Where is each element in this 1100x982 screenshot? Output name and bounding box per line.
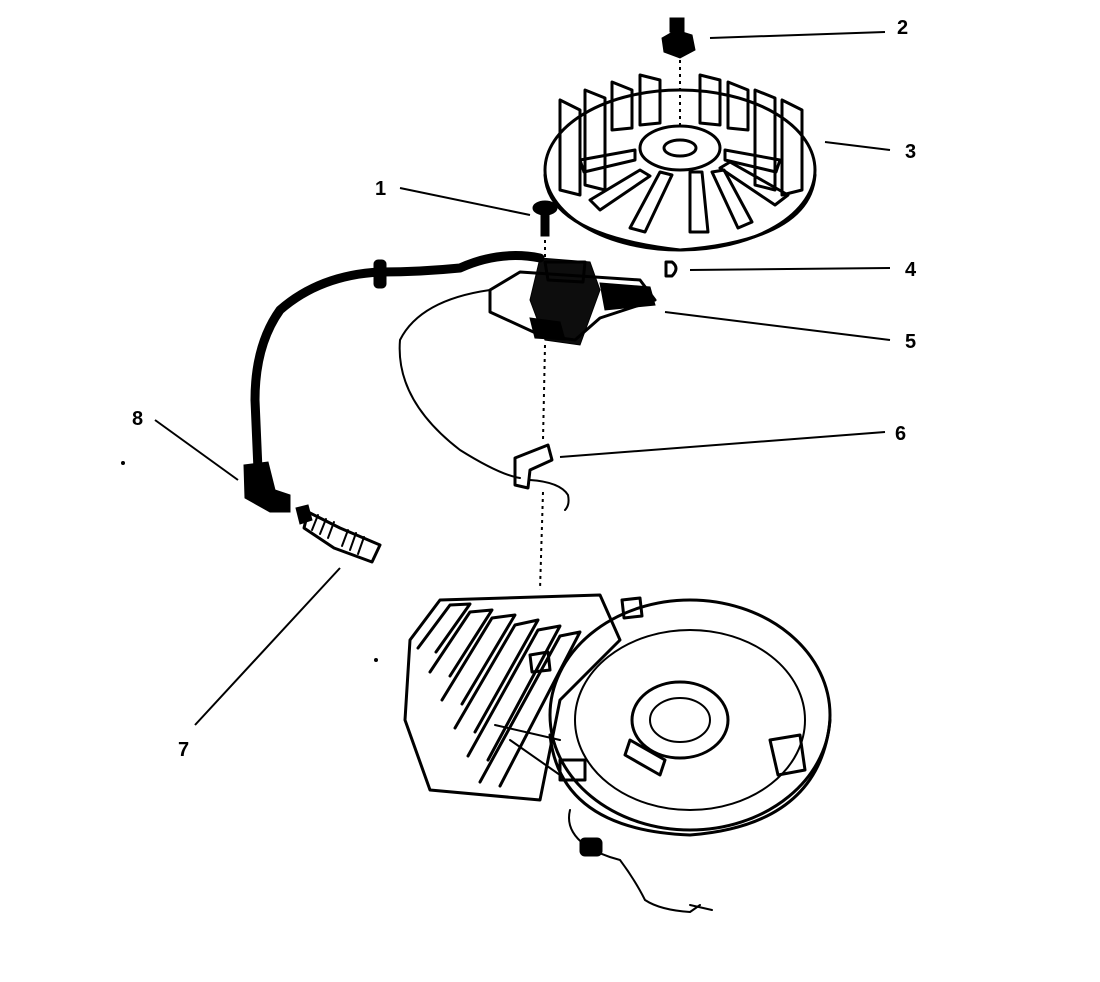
label-4: 4 xyxy=(905,259,917,281)
spark-plug-drawing xyxy=(295,504,382,564)
label-5: 5 xyxy=(905,331,916,353)
leader-3 xyxy=(824,141,891,151)
part-labels: 1 2 3 4 5 6 7 8 xyxy=(132,17,917,761)
leader-5 xyxy=(664,311,891,341)
leader-1 xyxy=(399,187,531,216)
label-6: 6 xyxy=(895,423,906,445)
label-3: 3 xyxy=(905,141,916,163)
wire-clip-drawing xyxy=(513,443,570,591)
leader-2 xyxy=(709,31,886,39)
ignition-module-drawing xyxy=(488,257,657,441)
leader-lines xyxy=(154,31,891,726)
flywheel-nut-drawing xyxy=(661,17,696,130)
flywheel-key-drawing xyxy=(664,260,678,278)
spark-plug-wire-drawing xyxy=(243,251,545,513)
label-1: 1 xyxy=(375,178,386,200)
engine-block-drawing xyxy=(403,593,832,913)
label-2: 2 xyxy=(897,17,908,39)
scan-speck xyxy=(121,461,125,465)
label-8: 8 xyxy=(132,408,143,430)
leader-8 xyxy=(154,419,239,481)
leader-7 xyxy=(194,567,341,726)
flywheel-drawing xyxy=(543,73,817,252)
leader-4 xyxy=(689,267,891,271)
scan-speck xyxy=(374,658,378,662)
screw-drawing xyxy=(532,200,558,258)
leader-6 xyxy=(559,431,886,458)
label-7: 7 xyxy=(178,739,189,761)
